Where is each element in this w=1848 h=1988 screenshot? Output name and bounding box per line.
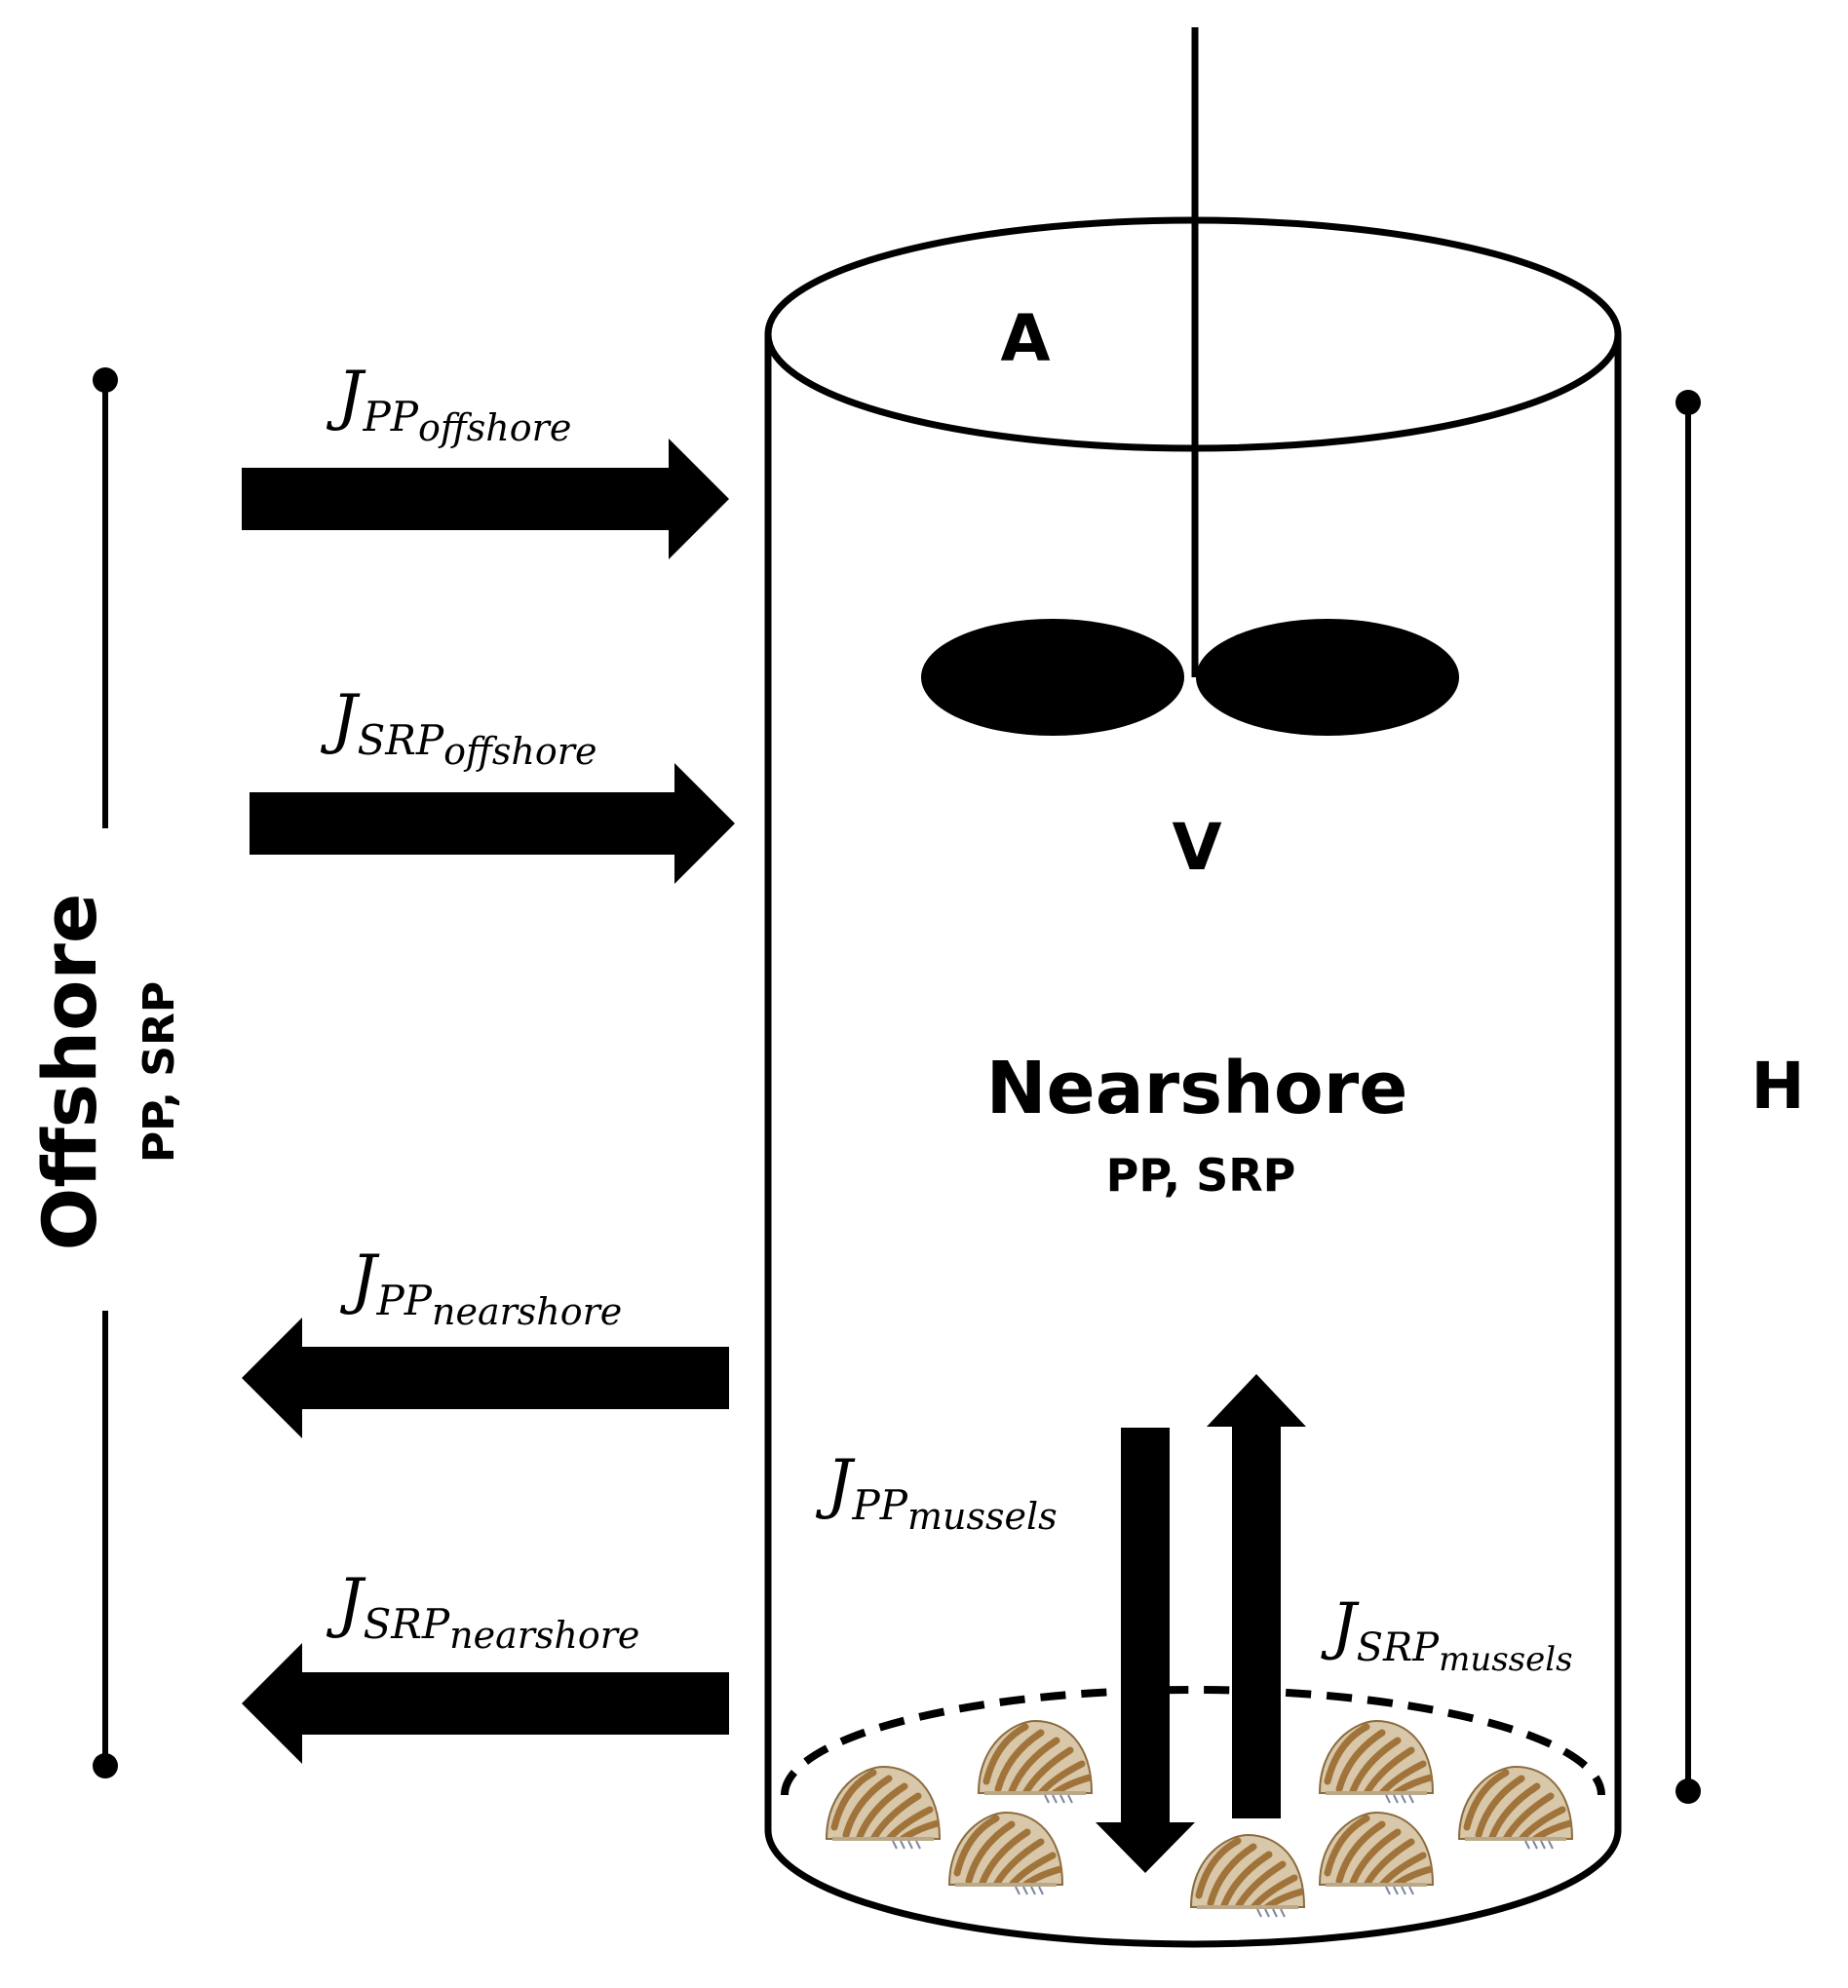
flux-label-srp-offshore: JSRPoffshore [320,681,597,773]
flux-label-pp-mussels: JPPmussels [815,1446,1058,1538]
arrow-left-pp-nearshore [242,1318,729,1438]
bracket-end-dot [93,367,118,393]
mussel-icon [1191,1835,1304,1917]
height-label: H [1751,1049,1804,1124]
mussel-icon [1459,1767,1572,1849]
mussel-icon [949,1813,1062,1894]
flux-arrows [242,439,1306,1873]
mussel-icon [979,1721,1092,1803]
cylinder-bottom-front [764,1829,1622,1948]
bracket-end-dot [1675,1778,1701,1804]
mussel-icon [1320,1721,1433,1803]
offshore-title: Offshore [26,894,113,1251]
stirrer-blade-left [921,619,1184,736]
arrow-right-srp-offshore [250,763,735,884]
arrow-left-srp-nearshore [242,1643,729,1764]
volume-label: V [1172,810,1221,885]
bracket-end-dot [1675,390,1701,415]
nearshore-title: Nearshore [986,1047,1408,1130]
offshore-bracket [93,367,118,1778]
stirrer [921,27,1459,736]
arrow-right-pp-offshore [242,439,729,559]
height-bracket [1675,390,1701,1804]
flux-label-pp-nearshore: JPPnearshore [339,1242,622,1333]
area-label: A [1000,301,1050,376]
flux-label-pp-offshore: JPPoffshore [326,358,571,449]
mussel-icon [827,1767,940,1849]
flux-label-srp-mussels: JSRPmussels [1321,1590,1573,1679]
offshore-subtitle: PP, SRP [135,981,184,1163]
nearshore-subtitle: PP, SRP [1106,1149,1296,1202]
flux-label-srp-nearshore: JSRPnearshore [326,1565,639,1657]
mussel-bed [827,1721,1572,1917]
arrow-down-pp-mussels [1096,1428,1195,1873]
arrow-up-srp-mussels [1207,1374,1306,1818]
bracket-end-dot [93,1753,118,1778]
mussel-icon [1320,1813,1433,1894]
stirrer-blade-right [1196,619,1459,736]
